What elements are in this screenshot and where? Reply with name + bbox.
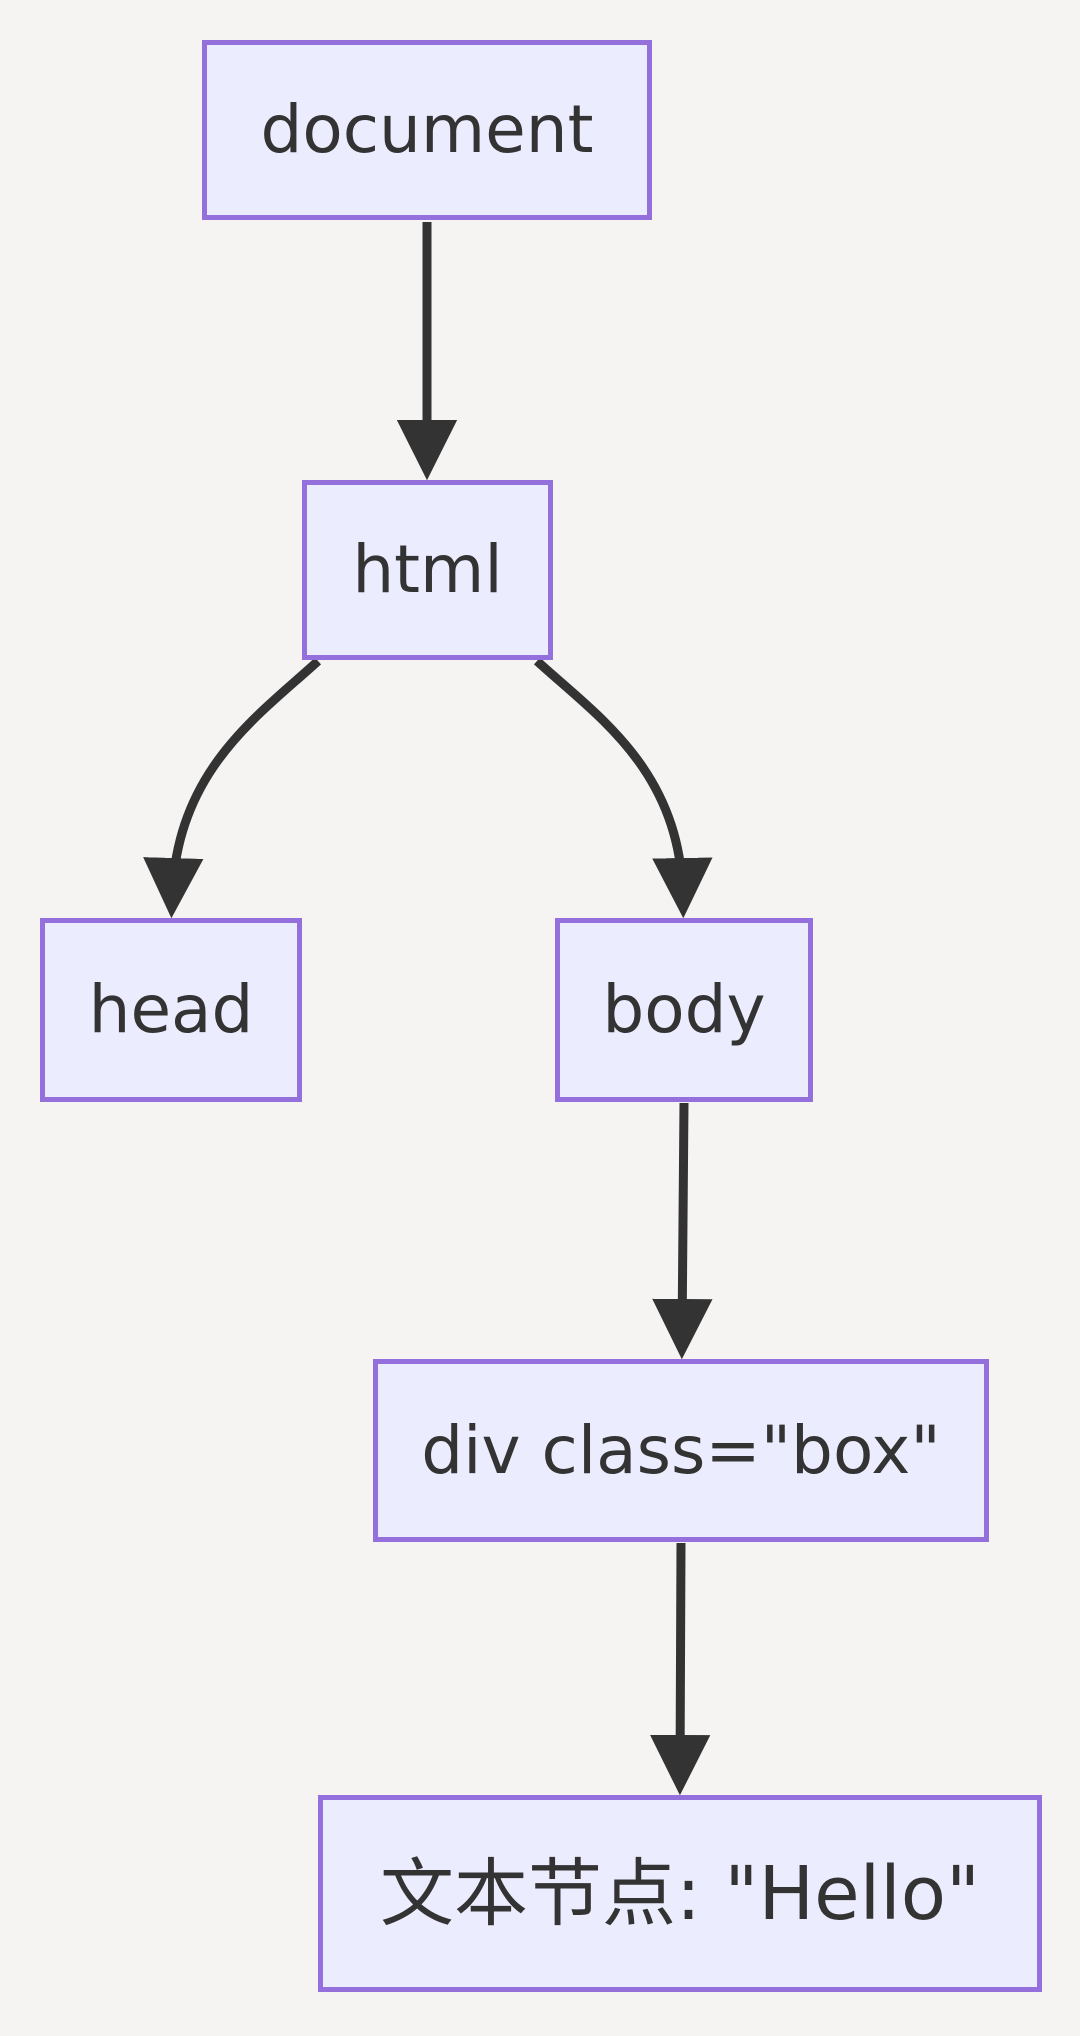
node-html: html	[302, 480, 553, 660]
node-head-label: head	[88, 971, 254, 1048]
node-body-label: body	[602, 971, 766, 1048]
node-body: body	[555, 918, 813, 1102]
node-text-node-hello: 文本节点: "Hello"	[318, 1795, 1042, 1992]
edge-html-to-body	[533, 657, 713, 919]
node-document-label: document	[260, 91, 594, 168]
node-document: document	[202, 40, 652, 220]
node-html-label: html	[352, 531, 503, 608]
edge-div-to-text	[650, 1542, 711, 1796]
edge-html-to-head	[143, 657, 322, 919]
edge-body-to-div	[652, 1102, 713, 1360]
node-div-class-box: div class="box"	[373, 1359, 989, 1542]
node-text-node-hello-label: 文本节点: "Hello"	[379, 1850, 981, 1937]
node-div-class-box-label: div class="box"	[421, 1411, 941, 1489]
node-head: head	[40, 918, 302, 1102]
